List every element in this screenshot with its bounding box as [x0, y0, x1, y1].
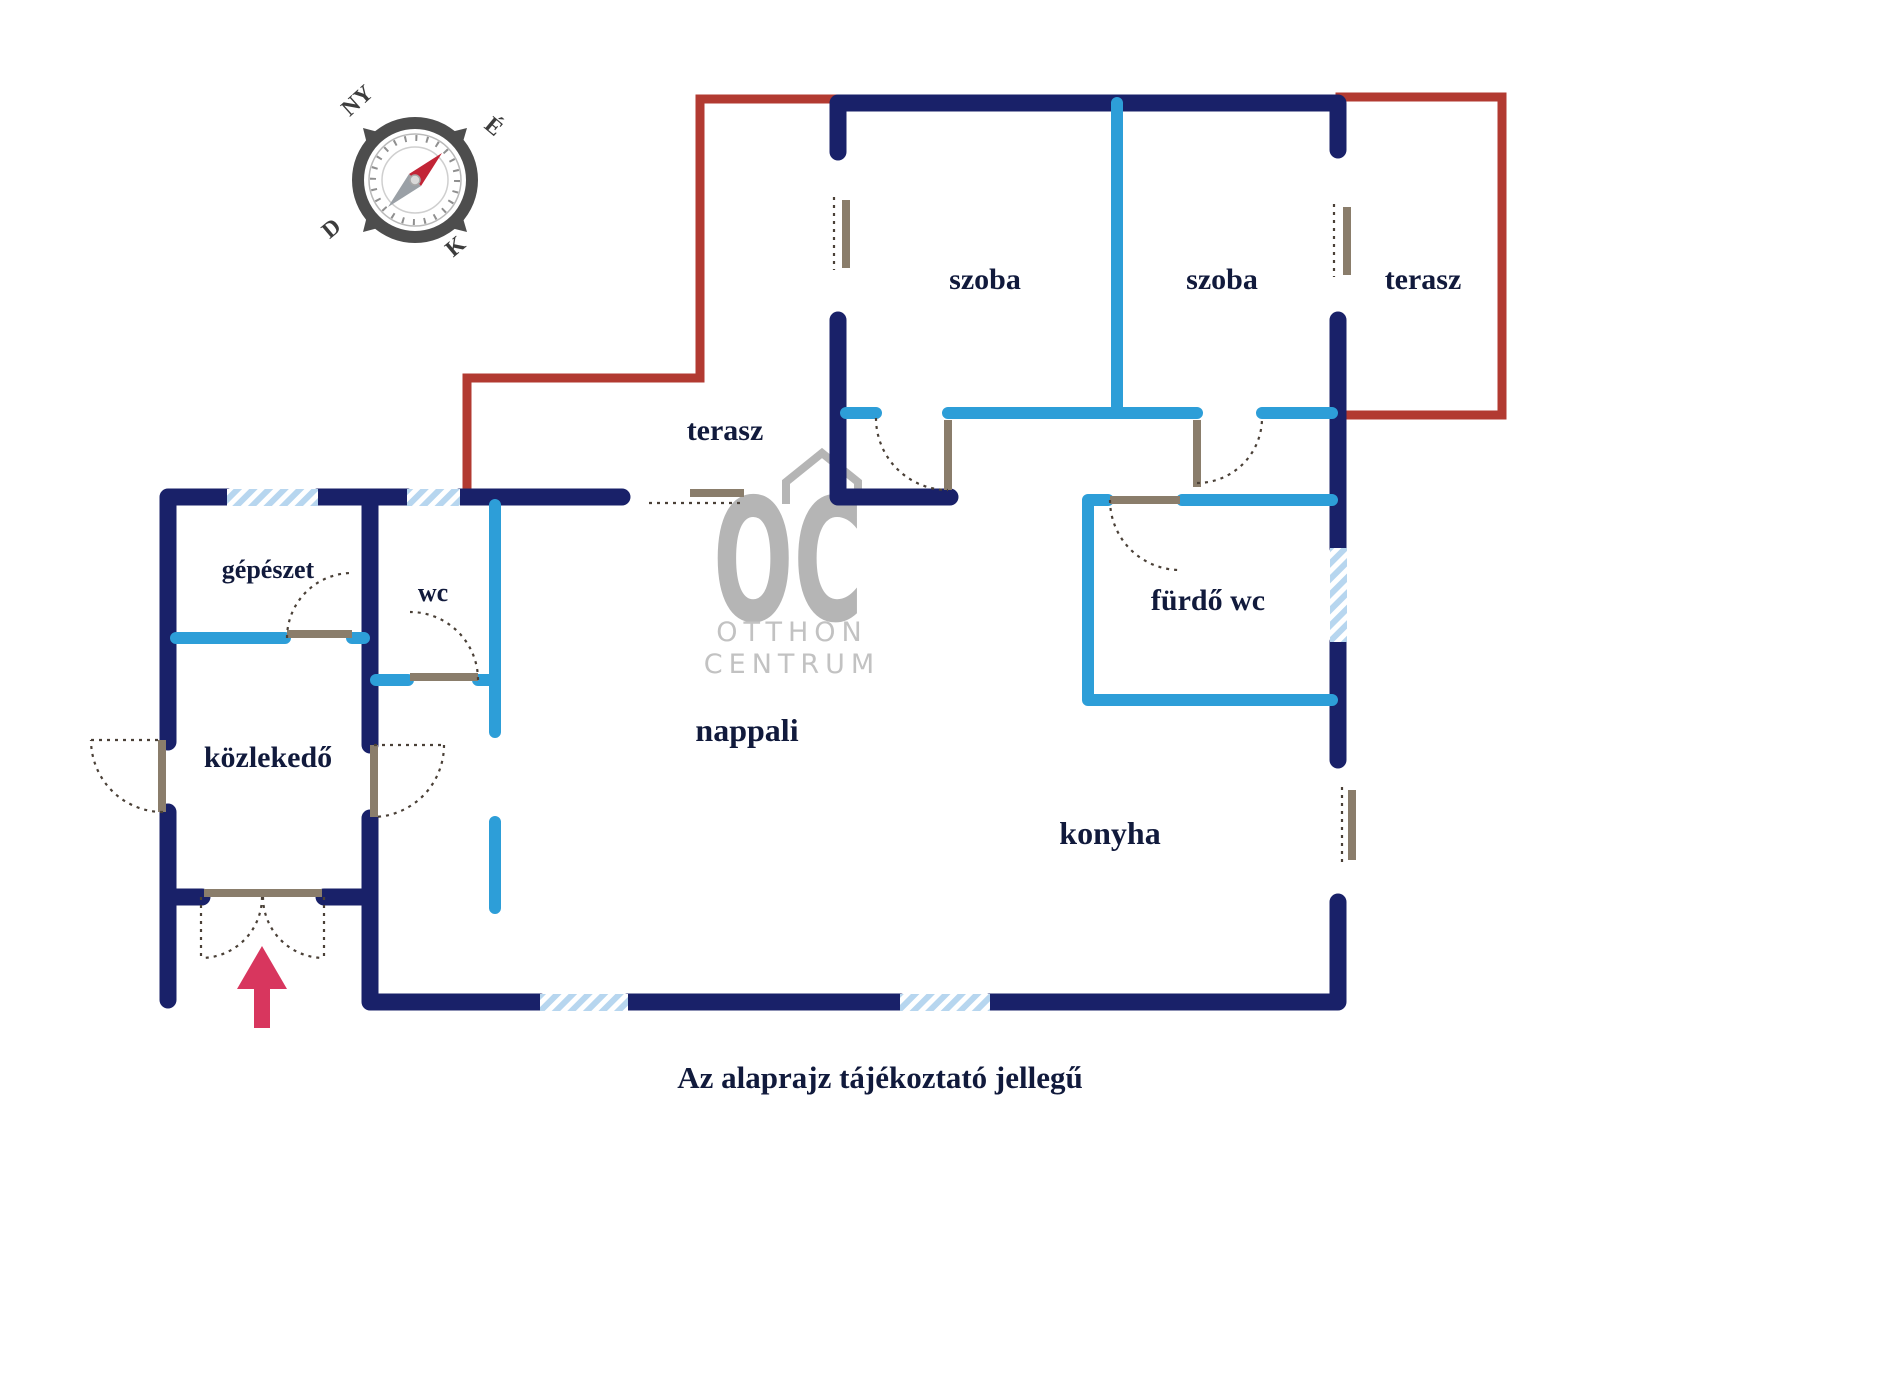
- watermark-logo: OC OTTHON CENTRUM: [704, 447, 880, 680]
- door-west-exterior: [89, 738, 166, 814]
- interior-partitions: [170, 97, 1338, 914]
- window-konyha-south: [900, 994, 990, 1011]
- door-szoba-left-terrace: [832, 197, 850, 270]
- door-wc: [409, 610, 480, 681]
- room-label-nappali: nappali: [695, 712, 798, 748]
- room-label-konyha: konyha: [1059, 815, 1160, 851]
- window-gepeszet: [227, 489, 318, 506]
- door-szoba-left-hall: [874, 417, 952, 492]
- compass-pointer-ne: [443, 128, 467, 152]
- compass-pointer-se: [443, 208, 467, 232]
- door-furdo-wc: [1108, 496, 1181, 572]
- door-gepeszet: [285, 571, 353, 639]
- room-label-terasz-middle: terasz: [687, 414, 764, 447]
- room-label-wc: wc: [418, 578, 448, 607]
- watermark-line1: OTTHON: [716, 617, 868, 648]
- door-kozlekedo-nappali: [370, 743, 446, 819]
- window-wc: [407, 489, 460, 506]
- compass-inner-ring: [368, 133, 462, 227]
- compass-label-sw: D: [317, 213, 346, 243]
- compass-pointer-sw: [363, 208, 386, 232]
- compass-cap: [409, 174, 421, 186]
- door-konyha-east: [1340, 787, 1356, 863]
- terrace-outline-left: [462, 94, 841, 499]
- window-nappali-south: [540, 994, 628, 1011]
- room-label-szoba-right: szoba: [1186, 263, 1258, 296]
- compass-label-ne: É: [480, 112, 508, 141]
- door-terrace-nappali: [649, 489, 745, 505]
- compass-ticks: [370, 135, 460, 225]
- watermark-line2: CENTRUM: [704, 649, 880, 680]
- door-szoba-right-terrace: [1332, 204, 1351, 277]
- room-label-szoba-left: szoba: [949, 263, 1021, 296]
- compass-pointer-nw: [363, 128, 386, 152]
- room-label-kozlekedo: közlekedő: [204, 741, 332, 774]
- compass-rose: NY É D K: [317, 80, 508, 262]
- room-label-terasz-right: terasz: [1385, 263, 1462, 296]
- window-furdo-east: [1330, 548, 1347, 642]
- exterior-walls: [159, 94, 1347, 1011]
- door-main-entrance-double: [199, 889, 326, 960]
- entrance-arrow-icon: [237, 946, 287, 1028]
- compass-dial: [381, 146, 449, 214]
- door-szoba-right-hall: [1193, 417, 1264, 487]
- room-label-gepeszet: gépészet: [222, 555, 315, 584]
- room-label-furdo-wc: fürdő wc: [1151, 584, 1265, 617]
- terrace-outline-right: [1335, 92, 1507, 420]
- caption: Az alaprajz tájékoztató jellegű: [677, 1060, 1082, 1095]
- compass-label-nw: NY: [336, 80, 378, 121]
